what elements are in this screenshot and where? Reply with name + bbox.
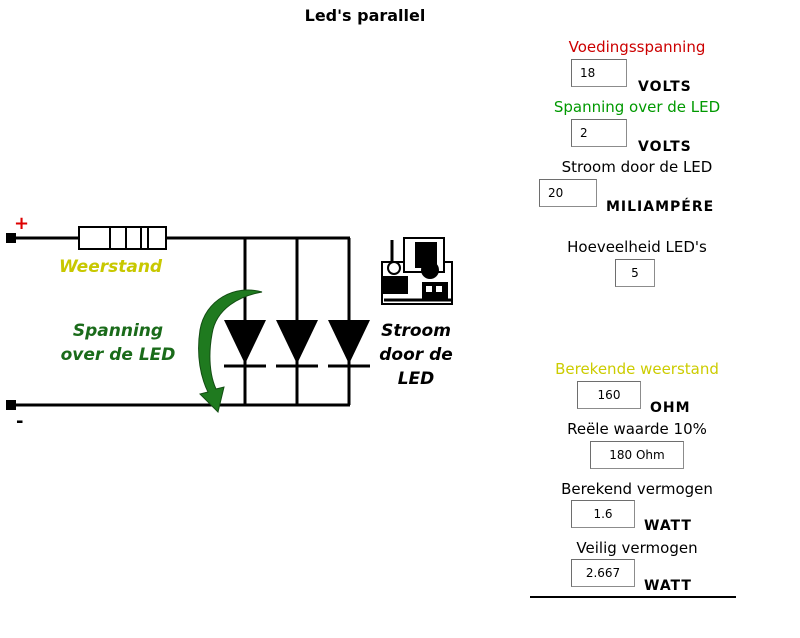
- voltage-arrow-icon: [198, 289, 263, 413]
- voltage-label-line2: over de LED: [61, 345, 176, 365]
- real-value-label: Reële waarde 10%: [567, 420, 707, 438]
- led-current-label: Stroom door de LED: [561, 158, 713, 176]
- calc-resistance-label: Berekende weerstand: [555, 360, 719, 378]
- led-voltage-input[interactable]: [571, 119, 627, 147]
- led-count-input[interactable]: [615, 259, 655, 287]
- supply-voltage-unit: VOLTS: [638, 79, 692, 95]
- safe-power-unit: WATT: [644, 578, 692, 594]
- current-label-line1: Stroom: [381, 321, 451, 341]
- calc-resistance-unit: OHM: [650, 400, 691, 416]
- led-count-label: Hoeveelheid LED's: [567, 238, 707, 256]
- resistor-label: Weerstand: [59, 257, 163, 277]
- led-voltage-label: Spanning over de LED: [553, 98, 721, 116]
- page-title: Led's parallel: [304, 6, 426, 25]
- led-current-input[interactable]: [539, 179, 597, 207]
- minus-sign: -: [16, 411, 23, 432]
- positive-terminal: [6, 233, 16, 243]
- negative-terminal: [6, 400, 16, 410]
- bottom-divider: [530, 596, 736, 598]
- supply-voltage-label: Voedingsspanning: [568, 38, 706, 56]
- led-symbol-1: [224, 320, 266, 368]
- safe-power-output[interactable]: [571, 559, 635, 587]
- circuit-diagram: + - Weerstand Spanning over de LED Stroo…: [6, 213, 453, 432]
- calc-power-output[interactable]: [571, 500, 635, 528]
- calc-power-unit: WATT: [644, 518, 692, 534]
- current-label-line3: LED: [398, 369, 435, 389]
- led-current-unit: MILIAMPÉRE: [606, 199, 715, 215]
- current-label-line2: door de: [379, 345, 453, 365]
- resistor-symbol: [78, 226, 167, 250]
- led-symbol-2: [276, 320, 318, 368]
- led-symbol-3: [328, 320, 370, 368]
- plus-sign: +: [14, 213, 29, 234]
- real-value-output[interactable]: [590, 441, 684, 469]
- workshop-clipart-icon: [381, 237, 453, 305]
- supply-voltage-input[interactable]: [571, 59, 627, 87]
- led-voltage-unit: VOLTS: [638, 139, 692, 155]
- safe-power-label: Veilig vermogen: [576, 539, 698, 557]
- calc-power-label: Berekend vermogen: [561, 480, 713, 498]
- voltage-label-line1: Spanning: [73, 321, 163, 341]
- calc-resistance-output[interactable]: [577, 381, 641, 409]
